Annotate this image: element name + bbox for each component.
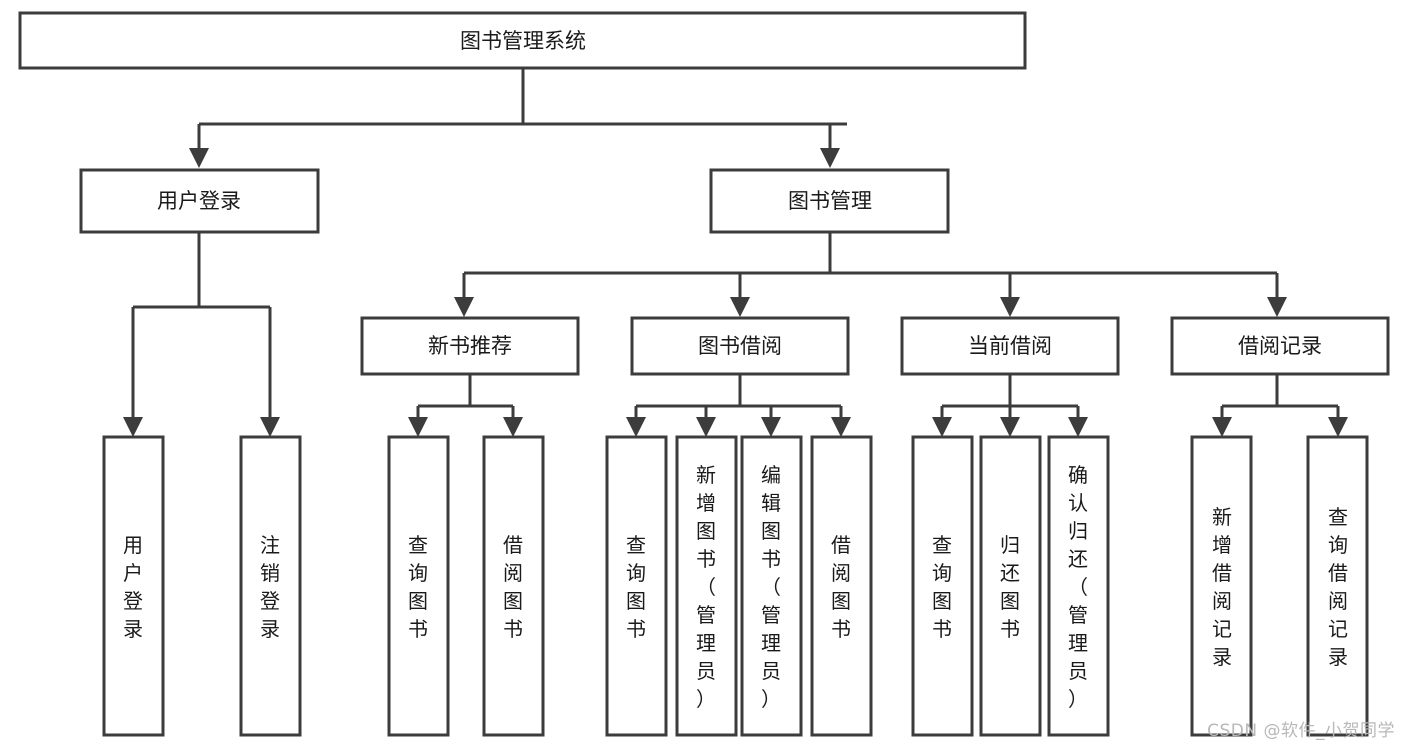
node-leaf9-box[interactable] (911, 435, 974, 737)
node-leaf8[interactable]: 借阅图书 (810, 435, 873, 737)
node-leaf4-box[interactable] (482, 435, 545, 737)
node-records[interactable]: 借阅记录 (1170, 316, 1390, 376)
arrow-bookmgmt-to-current (1000, 297, 1020, 317)
arrow-borrow-to-leaf5 (626, 417, 646, 437)
arrow-root-to-bookmgmt (820, 148, 840, 168)
arrow-recommend-to-leaf4 (503, 417, 523, 437)
node-login-box[interactable] (79, 168, 320, 234)
node-bookmgmt[interactable]: 图书管理 (709, 168, 950, 234)
node-leaf11[interactable]: 确认归还（管理员） (1047, 435, 1110, 737)
node-bookmgmt-box[interactable] (709, 168, 950, 234)
node-borrow-label: 图书借阅 (698, 334, 782, 358)
node-recommend[interactable]: 新书推荐 (360, 316, 580, 376)
node-leaf12-box[interactable] (1190, 435, 1253, 737)
node-borrow[interactable]: 图书借阅 (630, 316, 850, 376)
arrow-bookmgmt-to-recommend (454, 297, 474, 317)
node-leaf7[interactable]: 编辑图书（管理员） (740, 435, 803, 737)
arrow-borrow-to-leaf8 (831, 417, 851, 437)
node-leaf3[interactable]: 查询图书 (387, 435, 450, 737)
node-leaf4-label: 借阅图书 (503, 533, 523, 641)
node-login[interactable]: 用户登录 (79, 168, 320, 234)
node-leaf8-label: 借阅图书 (831, 533, 851, 641)
arrow-borrow-to-leaf6 (696, 417, 716, 437)
csdn-watermark: CSDN @软件_小贺同学 (1207, 721, 1395, 741)
node-leaf1-box[interactable] (102, 435, 165, 737)
arrow-recommend-to-leaf3 (408, 417, 428, 437)
node-current-box[interactable] (900, 316, 1120, 376)
node-leaf4[interactable]: 借阅图书 (482, 435, 545, 737)
arrow-records-to-leaf13 (1328, 417, 1348, 437)
node-leaf13-box[interactable] (1306, 435, 1369, 737)
arrow-current-to-leaf10 (1000, 417, 1020, 437)
node-current-label: 当前借阅 (968, 334, 1052, 358)
node-leaf3-box[interactable] (387, 435, 450, 737)
arrow-root-to-login (189, 148, 209, 168)
node-leaf10-label: 归还图书 (1000, 533, 1020, 641)
node-leaf12[interactable]: 新增借阅记录 (1190, 435, 1253, 737)
node-borrow-box[interactable] (630, 316, 850, 376)
arrow-records-to-leaf12 (1212, 417, 1232, 437)
node-root[interactable]: 图书管理系统 (18, 11, 1027, 70)
node-leaf6-label: 新增图书（管理员） (696, 463, 716, 711)
node-root-box[interactable] (18, 11, 1027, 70)
arrow-bookmgmt-to-records (1267, 297, 1287, 317)
arrow-bookmgmt-to-borrow (730, 297, 750, 317)
node-leaf9-label: 查询图书 (932, 533, 952, 641)
node-records-label: 借阅记录 (1238, 334, 1322, 358)
node-leaf6-box[interactable] (675, 435, 738, 737)
node-leaf8-box[interactable] (810, 435, 873, 737)
node-recommend-label: 新书推荐 (428, 334, 512, 358)
arrow-borrow-to-leaf7 (761, 417, 781, 437)
node-leaf7-label: 编辑图书（管理员） (761, 463, 781, 711)
node-leaf2-label: 注销登录 (260, 533, 280, 641)
node-root-label: 图书管理系统 (460, 29, 586, 53)
arrow-login-to-leaf1 (123, 417, 143, 437)
node-leaf5[interactable]: 查询图书 (605, 435, 668, 737)
node-leaf5-label: 查询图书 (626, 533, 646, 641)
node-leaf1-label: 用户登录 (123, 533, 143, 641)
node-leaf2-box[interactable] (239, 435, 302, 737)
node-leaf2[interactable]: 注销登录 (239, 435, 302, 737)
node-leaf3-label: 查询图书 (408, 533, 428, 641)
arrow-current-to-leaf9 (932, 417, 952, 437)
node-login-label: 用户登录 (157, 189, 241, 213)
node-leaf1[interactable]: 用户登录 (102, 435, 165, 737)
node-leaf12-label: 新增借阅记录 (1212, 505, 1232, 669)
connector-layer (123, 68, 1348, 437)
node-recommend-box[interactable] (360, 316, 580, 376)
arrow-login-to-leaf2 (260, 417, 280, 437)
node-leaf10[interactable]: 归还图书 (979, 435, 1042, 737)
node-leaf11-box[interactable] (1047, 435, 1110, 737)
node-leaf13-label: 查询借阅记录 (1328, 505, 1348, 669)
node-current[interactable]: 当前借阅 (900, 316, 1120, 376)
node-bookmgmt-label: 图书管理 (788, 189, 872, 213)
node-leaf7-box[interactable] (740, 435, 803, 737)
node-records-box[interactable] (1170, 316, 1390, 376)
node-leaf13[interactable]: 查询借阅记录 (1306, 435, 1369, 737)
node-leaf11-label: 确认归还（管理员） (1068, 463, 1088, 711)
node-leaf5-box[interactable] (605, 435, 668, 737)
node-leaf6[interactable]: 新增图书（管理员） (675, 435, 738, 737)
node-leaf10-box[interactable] (979, 435, 1042, 737)
node-leaf9[interactable]: 查询图书 (911, 435, 974, 737)
arrow-current-to-leaf11 (1068, 417, 1088, 437)
